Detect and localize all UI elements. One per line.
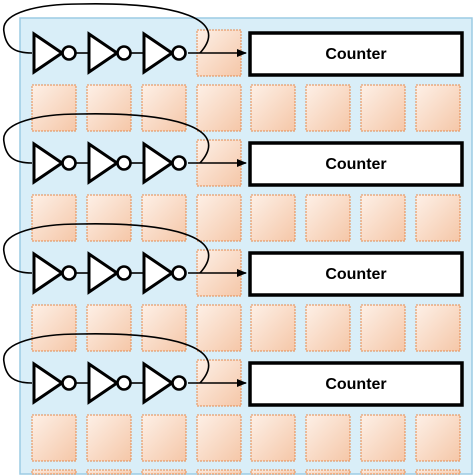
logic-cell (196, 84, 242, 132)
counter-label: Counter (325, 46, 386, 63)
counter-label: Counter (325, 156, 386, 173)
counter-box (248, 251, 464, 297)
inverter-gate-icon (32, 251, 77, 295)
logic-cell (196, 304, 242, 352)
logic-cell (141, 414, 187, 462)
inverter-gate-icon (142, 251, 187, 295)
logic-cell (305, 414, 351, 462)
logic-cell (86, 84, 132, 132)
inverter-gate-icon (142, 361, 187, 405)
inverter-gate-icon (142, 141, 187, 185)
logic-cell (415, 304, 461, 352)
logic-cell (250, 469, 296, 475)
logic-cell (415, 194, 461, 242)
logic-cell (141, 194, 187, 242)
logic-cell (360, 194, 406, 242)
logic-cell (31, 414, 77, 462)
feedback-wire (3, 113, 210, 164)
logic-cell (250, 84, 296, 132)
feedback-wire (3, 3, 210, 54)
logic-cell (31, 304, 77, 352)
logic-cell (360, 84, 406, 132)
logic-cell (31, 469, 77, 475)
logic-cell (86, 194, 132, 242)
logic-cell-grid (31, 29, 461, 475)
inverter-gate-icon (87, 141, 132, 185)
logic-cell (86, 414, 132, 462)
logic-cell (196, 194, 242, 242)
oscillator-chain: Counter (3, 3, 464, 77)
counter-label: Counter (325, 376, 386, 393)
inverter-gate-icon (142, 31, 187, 75)
logic-cell (141, 84, 187, 132)
logic-cell (196, 469, 242, 475)
counter-box (248, 361, 464, 407)
logic-cell (196, 414, 242, 462)
logic-cell (31, 84, 77, 132)
inverter-gate-icon (32, 31, 77, 75)
oscillator-chain: Counter (3, 333, 464, 407)
feedback-wire (3, 223, 210, 274)
logic-cell (250, 304, 296, 352)
logic-cell (141, 304, 187, 352)
oscillator-chain: Counter (3, 223, 464, 297)
logic-cell (31, 194, 77, 242)
counter-label: Counter (325, 266, 386, 283)
logic-cell (305, 194, 351, 242)
inverter-gate-icon (87, 251, 132, 295)
inverter-gate-icon (87, 31, 132, 75)
oscillator-chain: Counter (3, 113, 464, 187)
logic-cell (86, 469, 132, 475)
logic-cell (305, 84, 351, 132)
logic-cell (250, 194, 296, 242)
logic-cell (86, 304, 132, 352)
counter-box (248, 141, 464, 187)
logic-cell (360, 414, 406, 462)
inverter-gate-icon (32, 141, 77, 185)
logic-cell (305, 304, 351, 352)
logic-cell (415, 469, 461, 475)
logic-cell (250, 414, 296, 462)
counter-box (248, 31, 464, 77)
logic-cell (415, 414, 461, 462)
logic-cell (305, 469, 351, 475)
logic-cell (360, 304, 406, 352)
logic-cell (141, 469, 187, 475)
feedback-wire (3, 333, 210, 384)
logic-cell (415, 84, 461, 132)
logic-cell (360, 469, 406, 475)
